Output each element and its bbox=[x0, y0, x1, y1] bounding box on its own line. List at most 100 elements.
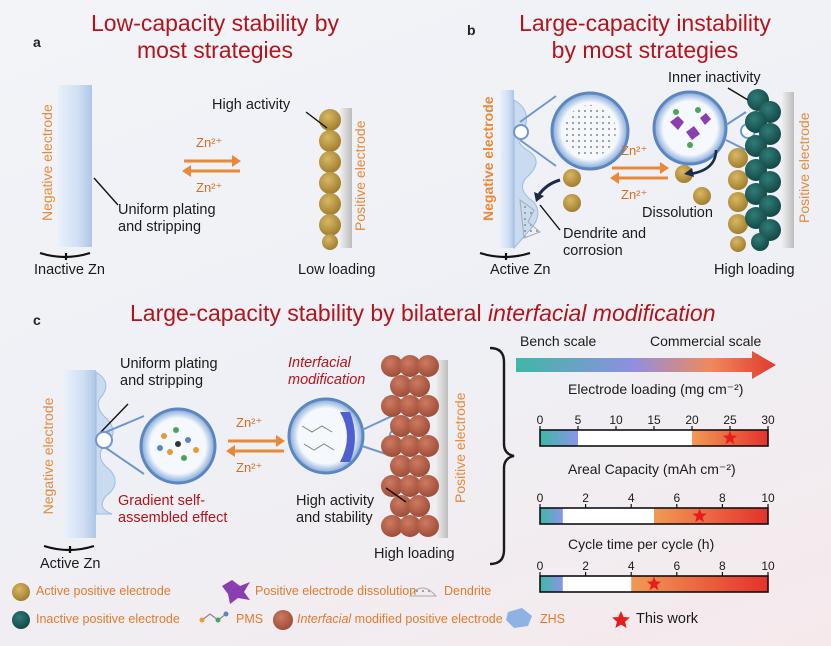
panel-a-low-loading: Low loading bbox=[298, 262, 376, 278]
scale-bar-commercial-segment bbox=[631, 576, 768, 592]
brick-particle bbox=[408, 455, 430, 477]
panel-c-zn-bottom: Zn²⁺ bbox=[236, 460, 263, 475]
legend-modified-label: Interfacial modified positive electrode bbox=[297, 612, 503, 626]
panel-a-zinc-electrode bbox=[58, 85, 92, 247]
legend-modified-italic: Interfacial bbox=[297, 612, 352, 626]
scale-bar-tick-label: 0 bbox=[537, 491, 544, 505]
panel-c-uniform-label: Uniform plating and stripping bbox=[120, 356, 218, 390]
brick-particle bbox=[399, 355, 421, 377]
panel-c-active-zn: Active Zn bbox=[40, 556, 101, 572]
panel-c-gradient-label: Gradient self- assembled effect bbox=[118, 493, 227, 527]
panel-c-high-loading: High loading bbox=[374, 546, 455, 562]
scale-bar-border bbox=[539, 575, 769, 593]
legend-pms-label: PMS bbox=[236, 612, 264, 626]
panel-a-zn-bottom: Zn²⁺ bbox=[196, 180, 223, 195]
legend-active-icon bbox=[12, 583, 30, 601]
legend-dissolution-icon bbox=[222, 580, 250, 604]
panel-c-interfacial-line2: modification bbox=[288, 372, 366, 388]
panel-b-dendrite-line2: corrosion bbox=[563, 243, 623, 259]
scale-bar-title: Areal Capacity (mAh cm⁻²) bbox=[568, 461, 736, 477]
scale-bar-commercial-segment bbox=[654, 508, 768, 524]
scale-bar-tick-label: 5 bbox=[575, 413, 582, 427]
panel-b-zn-top: Zn²⁺ bbox=[621, 143, 648, 158]
scale-bar-bench-segment bbox=[540, 576, 563, 592]
brick-particle bbox=[417, 395, 439, 417]
panel-c-title-italic: interfacial modification bbox=[487, 300, 716, 326]
panel-a-positive-label: Positive electrode bbox=[352, 120, 368, 231]
brick-particle bbox=[381, 355, 403, 377]
scale-bar-tick-label: 4 bbox=[628, 559, 635, 573]
panel-a-inactive-zn: Inactive Zn bbox=[34, 262, 105, 278]
panel-b-title: Large-capacity instability by most strat… bbox=[490, 10, 800, 64]
legend-active-label: Active positive electrode bbox=[36, 584, 171, 598]
this-work-star bbox=[646, 576, 662, 591]
scale-brace bbox=[489, 346, 515, 566]
panel-b-positive-label: Positive electrode bbox=[796, 112, 812, 223]
panel-c-title-prefix: Large-capacity stability by bilateral bbox=[130, 300, 488, 326]
scale-bar-title: Cycle time per cycle (h) bbox=[568, 536, 715, 552]
panel-a-uniform-line1: Uniform plating bbox=[118, 202, 216, 218]
bench-to-commercial-arrow bbox=[516, 351, 776, 379]
scale-bar-border bbox=[539, 507, 769, 525]
brick-particle bbox=[408, 375, 430, 397]
scale-bar-tick-label: 2 bbox=[582, 491, 589, 505]
panel-b-title-line1: Large-capacity instability bbox=[519, 10, 771, 36]
legend-star-icon bbox=[612, 611, 630, 628]
panel-c-interfacial-label: Interfacial modification bbox=[288, 355, 365, 389]
brick-particle bbox=[417, 355, 439, 377]
panel-a-uniform-line2: and stripping bbox=[118, 219, 202, 235]
brick-particle bbox=[417, 475, 439, 497]
panel-a-gold-particles bbox=[319, 109, 341, 250]
scale-bar-tick-label: 8 bbox=[719, 491, 726, 505]
scale-bar-tick-label: 10 bbox=[609, 413, 623, 427]
panel-b-dissolution: Dissolution bbox=[642, 205, 713, 221]
brick-particle bbox=[390, 455, 412, 477]
scale-bar-title: Electrode loading (mg cm⁻²) bbox=[568, 381, 744, 397]
panel-b-dendrite-line1: Dendrite and bbox=[563, 226, 647, 242]
legend-this-work-label: This work bbox=[636, 611, 699, 627]
panel-c-high-activity-line1: High activity bbox=[296, 493, 375, 509]
panel-c-letter: c bbox=[33, 312, 41, 328]
brick-particle bbox=[381, 435, 403, 457]
brick-particle bbox=[390, 495, 412, 517]
panel-c-gradient-line2: assembled effect bbox=[118, 510, 228, 526]
brick-particle bbox=[399, 515, 421, 537]
panel-a-uniform-label: Uniform plating and stripping bbox=[118, 202, 216, 236]
panel-c-high-activity-label: High activity and stability bbox=[296, 493, 374, 527]
scale-bar-tick-label: 15 bbox=[647, 413, 661, 427]
panel-c-zn-top: Zn²⁺ bbox=[236, 415, 263, 430]
panel-b-electrode-particles bbox=[728, 89, 781, 252]
scale-bar-tick-label: 8 bbox=[719, 559, 726, 573]
panel-a-title: Low-capacity stability by most strategie… bbox=[60, 10, 370, 64]
scale-bar-tick-label: 4 bbox=[628, 491, 635, 505]
panel-b-negative-label: Negative electrode bbox=[480, 96, 496, 222]
panel-b-letter: b bbox=[467, 22, 476, 38]
panel-c-brick-particles bbox=[381, 355, 439, 537]
panel-a-exchange-arrows bbox=[182, 155, 241, 177]
this-work-star bbox=[722, 430, 738, 445]
scale-bar-tick-label: 30 bbox=[761, 413, 775, 427]
legend-dissolution-label: Positive electrode dissolution bbox=[255, 584, 417, 598]
panel-a-high-activity: High activity bbox=[212, 97, 291, 113]
scale-bar-tick-label: 6 bbox=[673, 491, 680, 505]
panel-a-zn-top: Zn²⁺ bbox=[196, 135, 223, 150]
scale-bar-tick-label: 6 bbox=[673, 559, 680, 573]
legend-dendrite-icon bbox=[408, 587, 438, 597]
bench-scale-label: Bench scale bbox=[520, 333, 597, 349]
brick-particle bbox=[399, 475, 421, 497]
brick-particle bbox=[399, 395, 421, 417]
panel-c-interfacial-line1: Interfacial bbox=[288, 355, 351, 371]
brick-particle bbox=[408, 495, 430, 517]
legend-inactive-label: Inactive positive electrode bbox=[36, 612, 180, 626]
panel-b-inner-inactivity: Inner inactivity bbox=[668, 70, 761, 86]
scale-bar-tick-label: 2 bbox=[582, 559, 589, 573]
scale-bar-tick-label: 0 bbox=[537, 413, 544, 427]
scale-bar-tick-label: 10 bbox=[761, 559, 775, 573]
panel-b-active-zn: Active Zn bbox=[490, 262, 551, 278]
panel-a-title-line1: Low-capacity stability by bbox=[91, 10, 339, 36]
panel-a-letter: a bbox=[33, 34, 41, 50]
panel-c-positive-label: Positive electrode bbox=[452, 392, 468, 503]
legend-inactive-icon bbox=[12, 611, 30, 629]
